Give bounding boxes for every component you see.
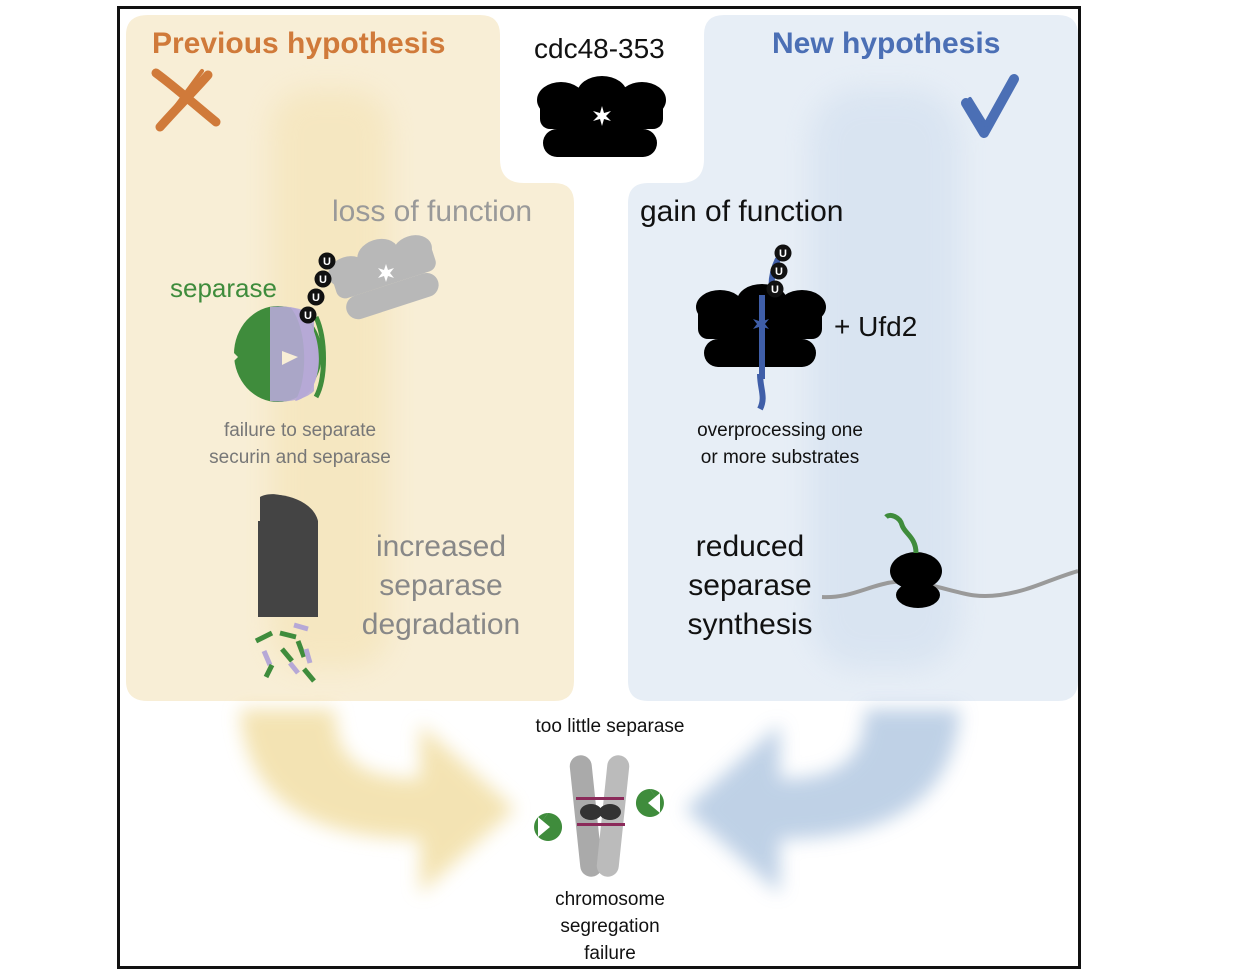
svg-text:U: U <box>319 274 327 286</box>
degradation-line1: increased <box>375 530 507 563</box>
degradation-caption: increased separase degradation <box>346 527 536 644</box>
nascent-separase <box>884 512 919 554</box>
securin-caption-line2: securin and separase <box>209 447 391 468</box>
ribosome-icon <box>890 552 942 608</box>
gain-of-function-label: gain of function <box>640 195 844 228</box>
svg-text:U: U <box>304 310 312 322</box>
new-hypothesis-title: New hypothesis <box>772 27 1001 60</box>
grey-mutation-star-icon <box>378 264 394 282</box>
overprocessing-caption: overprocessing one or more substrates <box>660 417 900 471</box>
right-curved-arrow <box>685 709 960 894</box>
svg-text:U: U <box>775 266 783 278</box>
degradation-line3: degradation <box>361 608 521 641</box>
gain-mutation-star-icon <box>753 315 769 333</box>
ubiquitin-letters-right: U U U <box>771 248 787 296</box>
svg-text:U: U <box>312 292 320 304</box>
chromosome-icon <box>569 755 630 877</box>
svg-text:U: U <box>771 284 779 296</box>
diagram-artwork: U U U U U U U <box>126 15 1078 894</box>
securin-caption-line1: failure to separate <box>223 420 377 441</box>
ufd2-label: + Ufd2 <box>834 311 918 342</box>
failure-line1: chromosome <box>555 889 665 910</box>
ubiquitin-letters-left: U U U U <box>304 256 331 322</box>
mutation-star-icon <box>593 106 611 126</box>
overprocessing-line2: or more substrates <box>700 447 860 468</box>
left-curved-arrow <box>240 709 515 894</box>
degradation-line2: separase <box>379 569 503 602</box>
too-little-separase-label: too little separase <box>535 716 685 737</box>
separase-label: separase <box>170 273 277 303</box>
synthesis-caption: reduced separase synthesis <box>665 527 835 644</box>
securin-failure-caption: failure to separate securin and separase <box>180 417 420 471</box>
svg-text:U: U <box>323 256 331 268</box>
mrna-strand <box>821 569 1078 600</box>
proteasome-icon <box>258 494 318 617</box>
overprocessing-line1: overprocessing one <box>697 420 863 441</box>
figure-frame: U U U U U U U <box>117 6 1081 969</box>
cdc48-complex-top <box>537 76 666 157</box>
svg-text:U: U <box>779 248 787 260</box>
loss-of-function-label: loss of function <box>332 195 533 228</box>
previous-hypothesis-title: Previous hypothesis <box>152 27 446 60</box>
synthesis-line3: synthesis <box>687 608 813 641</box>
ubiquitin-chain-right <box>766 244 792 298</box>
segregation-failure-caption: chromosome segregation failure <box>510 886 710 966</box>
mutant-label: cdc48-353 <box>534 33 665 64</box>
ubiquitin-chain-left <box>299 252 336 324</box>
failure-line3: failure <box>584 943 636 964</box>
right-faint-arrow <box>810 89 960 669</box>
synthesis-line2: separase <box>688 569 812 602</box>
failure-line2: segregation <box>560 916 660 937</box>
separase-securin-complex <box>230 306 326 402</box>
degraded-fragments <box>254 622 316 683</box>
synthesis-line1: reduced <box>695 530 805 563</box>
x-cross-icon <box>151 68 221 132</box>
checkmark-icon <box>961 74 1019 138</box>
